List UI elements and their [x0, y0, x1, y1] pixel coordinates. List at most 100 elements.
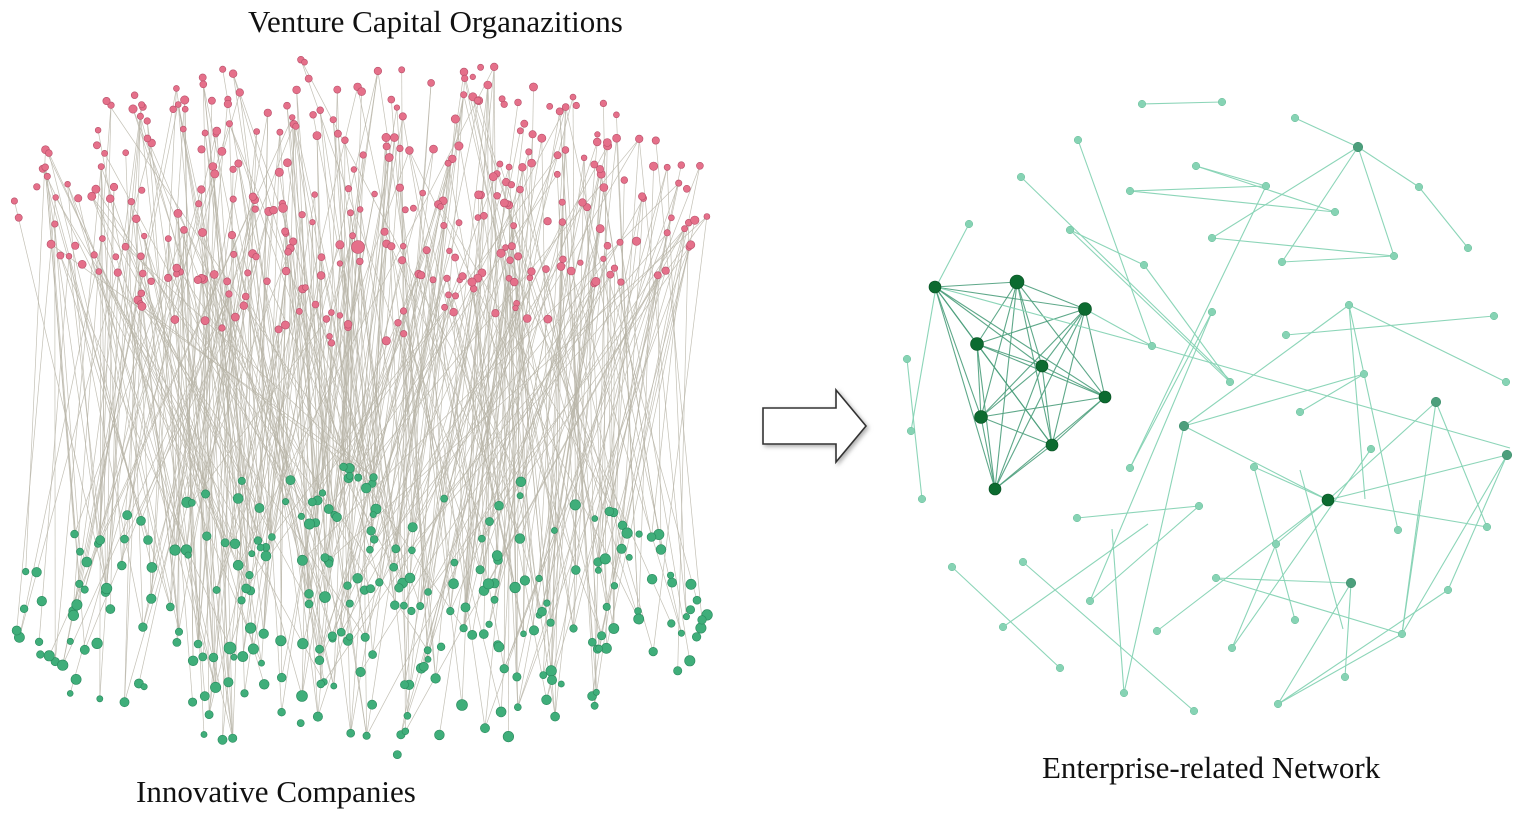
- enterprise-edge: [1418, 186, 1469, 249]
- cluster-edge: [934, 286, 1086, 310]
- vc-node: [225, 290, 233, 298]
- ic-node: [330, 682, 338, 690]
- ic-node: [535, 574, 543, 583]
- ic-node: [390, 600, 400, 610]
- bipartite-edge: [140, 116, 303, 697]
- bipartite-edge: [208, 196, 254, 715]
- bipartite-edge: [312, 114, 397, 549]
- bipartite-edge: [308, 157, 390, 594]
- bipartite-edge: [126, 133, 217, 516]
- ic-node: [285, 475, 296, 485]
- vc-node: [56, 251, 65, 260]
- bipartite-edge: [471, 281, 500, 506]
- vc-node: [112, 253, 120, 261]
- bipartite-edge: [598, 228, 685, 649]
- vc-node: [74, 194, 83, 203]
- bipartite-edge: [146, 120, 193, 703]
- vc-node: [514, 252, 523, 261]
- vc-node: [451, 253, 459, 262]
- enterprise-edge: [1348, 304, 1507, 383]
- bipartite-edge: [409, 118, 456, 579]
- vc-node: [398, 256, 407, 265]
- ic-node: [366, 584, 375, 594]
- ic-node: [392, 750, 402, 759]
- ic-node: [460, 602, 471, 613]
- enterprise-hub-node: [1178, 420, 1190, 432]
- vc-node: [542, 265, 550, 273]
- vc-node: [336, 312, 344, 319]
- bipartite-edge: [16, 197, 57, 631]
- ic-node: [304, 589, 314, 599]
- cluster-edge: [934, 286, 982, 418]
- ic-node: [450, 558, 459, 567]
- ic-node: [399, 601, 408, 610]
- vc-node: [322, 315, 331, 323]
- ic-node: [513, 703, 522, 712]
- ic-node: [76, 547, 84, 556]
- bipartite-edge: [229, 235, 353, 649]
- vc-node: [298, 211, 306, 219]
- ic-node: [362, 731, 371, 740]
- ic-node: [407, 522, 418, 533]
- enterprise-node: [1073, 135, 1083, 145]
- ic-node: [646, 573, 658, 585]
- vc-node: [580, 154, 588, 162]
- bipartite-edge: [404, 272, 483, 685]
- ic-node: [490, 595, 499, 604]
- ic-node: [79, 644, 90, 655]
- ic-node: [546, 618, 555, 627]
- ic-node: [684, 655, 696, 667]
- vc-node: [281, 227, 289, 236]
- vc-node: [449, 308, 458, 317]
- ic-node: [229, 538, 241, 549]
- bipartite-edge: [202, 84, 216, 688]
- bipartite-edge: [332, 119, 373, 655]
- bipartite-edge: [606, 220, 696, 649]
- bipartite-edge: [232, 73, 380, 583]
- ic-node: [169, 544, 181, 556]
- bipartite-edge: [332, 278, 448, 639]
- bipartite-edge: [464, 78, 555, 531]
- bipartite-edge: [614, 165, 701, 586]
- bipartite-edge: [403, 333, 499, 561]
- bipartite-edge: [62, 293, 230, 666]
- bipartite-edge: [138, 254, 235, 684]
- enterprise-node: [1152, 626, 1162, 636]
- vc-node: [284, 248, 292, 256]
- enterprise-node: [1227, 643, 1237, 653]
- vc-node: [610, 264, 619, 272]
- enterprise-edge: [1401, 454, 1508, 635]
- bipartite-edge: [390, 99, 436, 679]
- vc-node: [329, 116, 337, 124]
- ic-node: [691, 632, 702, 642]
- vc-node: [653, 271, 662, 280]
- vc-node: [612, 133, 621, 143]
- vc-node: [474, 96, 482, 105]
- ic-node: [403, 711, 412, 720]
- bipartite-edge: [291, 117, 349, 479]
- vc-node: [99, 235, 106, 242]
- vc-node: [289, 114, 296, 121]
- bipartite-edge: [598, 274, 611, 571]
- bipartite-edge: [405, 275, 659, 732]
- enterprise-edge: [1129, 185, 1267, 469]
- enterprise-edge: [1281, 255, 1395, 263]
- enterprise-node: [1344, 300, 1354, 310]
- vc-node: [219, 65, 227, 73]
- vc-node: [312, 131, 322, 140]
- bipartite-edge: [55, 197, 259, 541]
- bipartite-edge: [245, 196, 254, 589]
- enterprise-edge: [1215, 577, 1352, 584]
- vc-node: [45, 149, 53, 157]
- ic-node: [346, 728, 356, 738]
- bipartite-edge: [372, 149, 434, 655]
- ic-node: [519, 575, 531, 586]
- vc-node: [496, 160, 504, 168]
- bipartite-edge: [353, 169, 414, 528]
- ic-node: [210, 681, 222, 693]
- enterprise-node: [1217, 97, 1227, 107]
- bipartite-edge: [403, 310, 502, 712]
- vc-node: [201, 129, 209, 137]
- ic-node: [232, 493, 244, 504]
- bipartite-edge: [396, 107, 429, 651]
